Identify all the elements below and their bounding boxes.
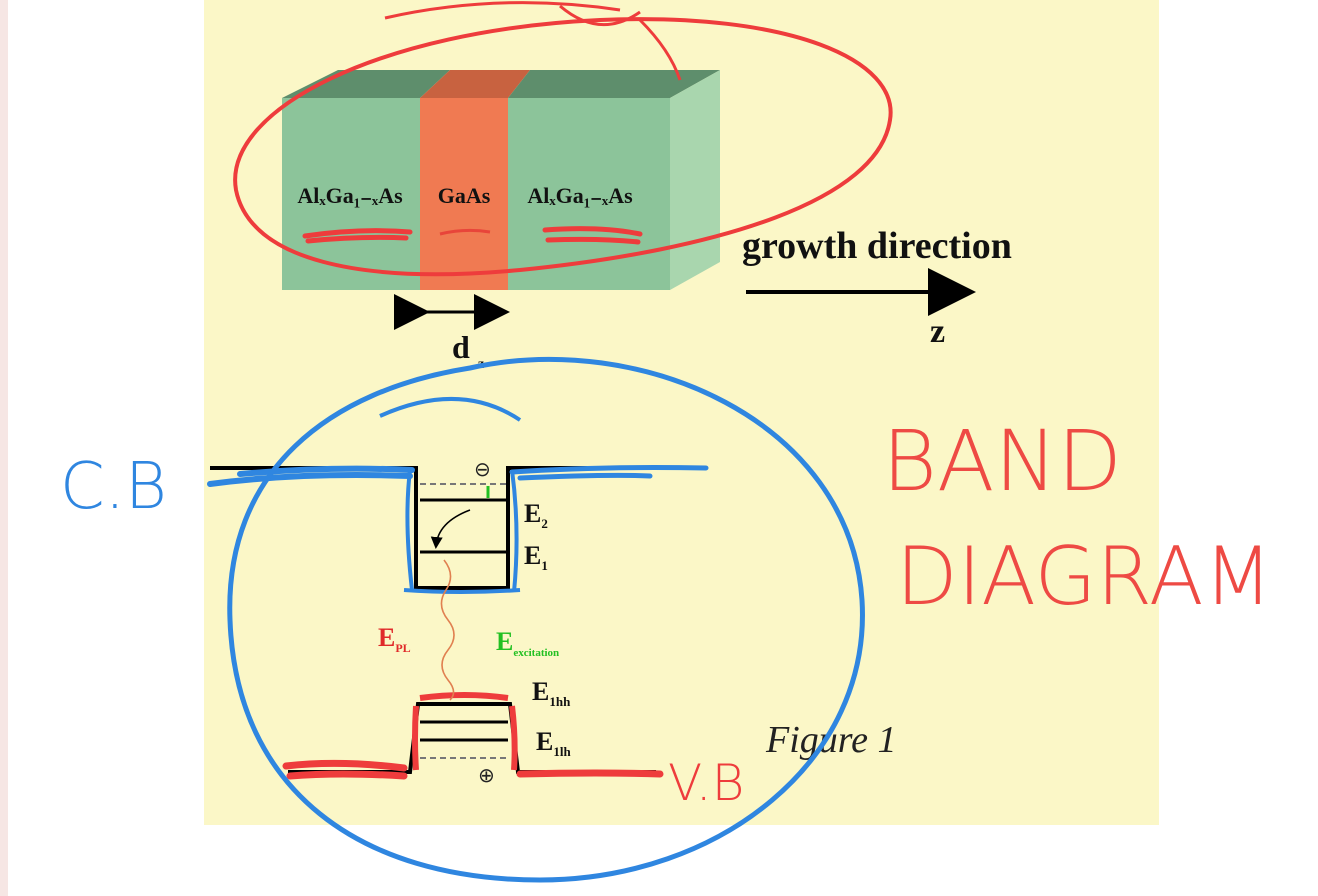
block-top-face-well bbox=[420, 70, 530, 98]
figure-caption: Figure 1 bbox=[765, 719, 897, 761]
label-E1hh: E1hh bbox=[532, 677, 571, 709]
red-circle-annotation bbox=[233, 17, 893, 277]
label-E1: E1 bbox=[524, 541, 548, 573]
red-vb-highlight-right bbox=[516, 769, 664, 778]
band-diagram-title-line1: BAND bbox=[882, 412, 1122, 510]
red-scribble-top bbox=[384, 1, 682, 81]
blue-well-walls bbox=[403, 469, 521, 594]
growth-direction-label: growth direction bbox=[742, 225, 1012, 267]
label-E2: E2 bbox=[524, 499, 548, 531]
growth-axis-label: z bbox=[930, 313, 945, 350]
blue-circle-annotation bbox=[227, 356, 865, 883]
pl-emission-wiggle bbox=[440, 559, 455, 701]
block-top-face-right bbox=[508, 70, 720, 98]
red-well-top-highlight bbox=[412, 692, 518, 771]
label-EPL: EPL bbox=[378, 623, 411, 655]
vb-annotation: V.B bbox=[668, 754, 744, 812]
heterostructure-block: AlₓGa₁₋ₓAs GaAs AlₓGa₁₋ₓAs bbox=[282, 70, 720, 290]
relaxation-arrow bbox=[430, 509, 471, 549]
layer-label-right: AlₓGa₁₋ₓAs bbox=[527, 183, 633, 208]
layer-label-left: AlₓGa₁₋ₓAs bbox=[297, 183, 403, 208]
band-diagram-title-line2: DIAGRAM bbox=[896, 530, 1273, 623]
blue-cb-highlight-right bbox=[509, 465, 709, 481]
layer-label-center: GaAs bbox=[438, 183, 491, 208]
label-Eexcitation: Eexcitation bbox=[496, 627, 559, 659]
width-label: d bbox=[452, 329, 470, 365]
left-margin-strip bbox=[0, 0, 8, 896]
block-side-face bbox=[670, 70, 720, 290]
red-vb-highlight-left bbox=[282, 759, 408, 780]
band-diagram: ⊖ ⊕ E2 E1 E1hh E1lh EPL Eexcitation Figu… bbox=[207, 457, 897, 787]
label-E1lh: E1lh bbox=[536, 727, 571, 759]
block-top-face-left bbox=[282, 70, 450, 98]
blue-circle-tail bbox=[379, 396, 522, 422]
red-underline-center bbox=[439, 228, 491, 236]
cb-annotation: C.B bbox=[60, 450, 167, 524]
electron-symbol: ⊖ bbox=[474, 457, 491, 481]
red-underline-right bbox=[542, 226, 643, 245]
barrier-right bbox=[508, 98, 670, 290]
hole-symbol: ⊕ bbox=[478, 763, 495, 787]
quantum-well-layer bbox=[420, 98, 508, 290]
red-underline-left bbox=[302, 228, 413, 244]
blue-cb-highlight-left bbox=[207, 465, 415, 487]
